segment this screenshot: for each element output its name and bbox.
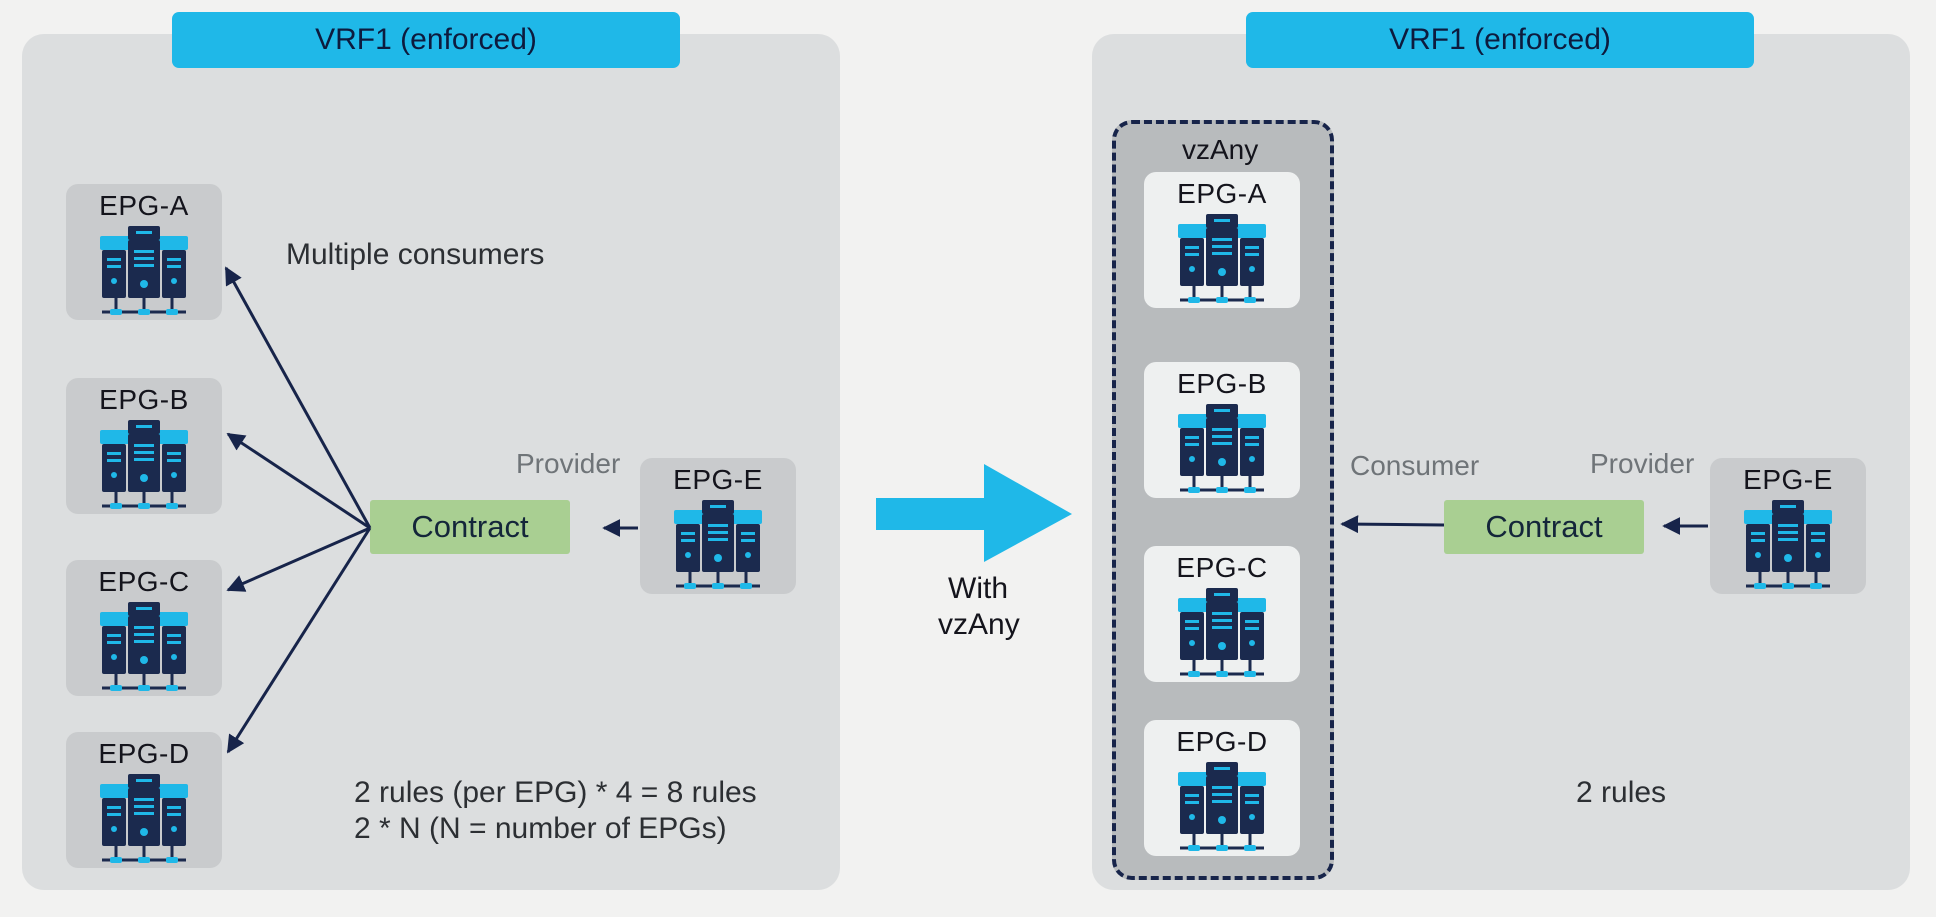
epg-label: EPG-A bbox=[1177, 178, 1267, 209]
left-epg-a: EPG-A bbox=[66, 184, 222, 320]
left-vrf-header: VRF1 (enforced) bbox=[172, 12, 680, 68]
arrow-to-epg-a bbox=[224, 266, 372, 529]
left-epg-d: EPG-D bbox=[66, 732, 222, 868]
arrow-contract-to-vzany bbox=[1340, 515, 1445, 534]
right-epg-a: EPG-A bbox=[1144, 172, 1300, 308]
left-epg-b: EPG-B bbox=[66, 378, 222, 514]
multiple-consumers-caption: Multiple consumers bbox=[286, 238, 545, 271]
right-epg-b: EPG-B bbox=[1144, 362, 1300, 498]
epg-label: EPG-A bbox=[99, 190, 189, 221]
right-epg-d: EPG-D bbox=[1144, 720, 1300, 856]
epg-label: EPG-B bbox=[1177, 368, 1267, 399]
right-provider-label: Provider bbox=[1590, 448, 1695, 479]
right-contract: Contract bbox=[1444, 500, 1644, 554]
consumer-label: Consumer bbox=[1350, 450, 1480, 481]
right-epg-e: EPG-E bbox=[1710, 458, 1866, 594]
epg-label: EPG-B bbox=[99, 384, 189, 415]
left-provider-label: Provider bbox=[516, 448, 621, 479]
right-vrf-header: VRF1 (enforced) bbox=[1246, 12, 1754, 68]
arrow-to-epg-c bbox=[226, 526, 371, 592]
epg-label: EPG-E bbox=[673, 464, 763, 495]
epg-label: EPG-C bbox=[1176, 552, 1268, 583]
right-epg-c: EPG-C bbox=[1144, 546, 1300, 682]
epg-label: EPG-C bbox=[98, 566, 190, 597]
left-rules-line2: 2 * N (N = number of EPGs) bbox=[354, 812, 727, 845]
transition-label-line2: vzAny bbox=[938, 608, 1020, 641]
left-epg-c: EPG-C bbox=[66, 560, 222, 696]
vzany-label: vzAny bbox=[1182, 134, 1259, 165]
right-rules: 2 rules bbox=[1576, 776, 1667, 809]
left-contract: Contract bbox=[370, 500, 570, 554]
right-arrow-icon bbox=[876, 464, 1072, 562]
epg-label: EPG-E bbox=[1743, 464, 1833, 495]
epg-label: EPG-D bbox=[98, 738, 190, 769]
arrow-to-epg-d bbox=[226, 527, 372, 754]
transition-label-line1: With bbox=[948, 572, 1008, 605]
left-rules-line1: 2 rules (per EPG) * 4 = 8 rules bbox=[354, 776, 757, 809]
arrow-to-epg-b bbox=[226, 432, 371, 530]
left-epg-e: EPG-E bbox=[640, 458, 796, 594]
epg-label: EPG-D bbox=[1176, 726, 1268, 757]
